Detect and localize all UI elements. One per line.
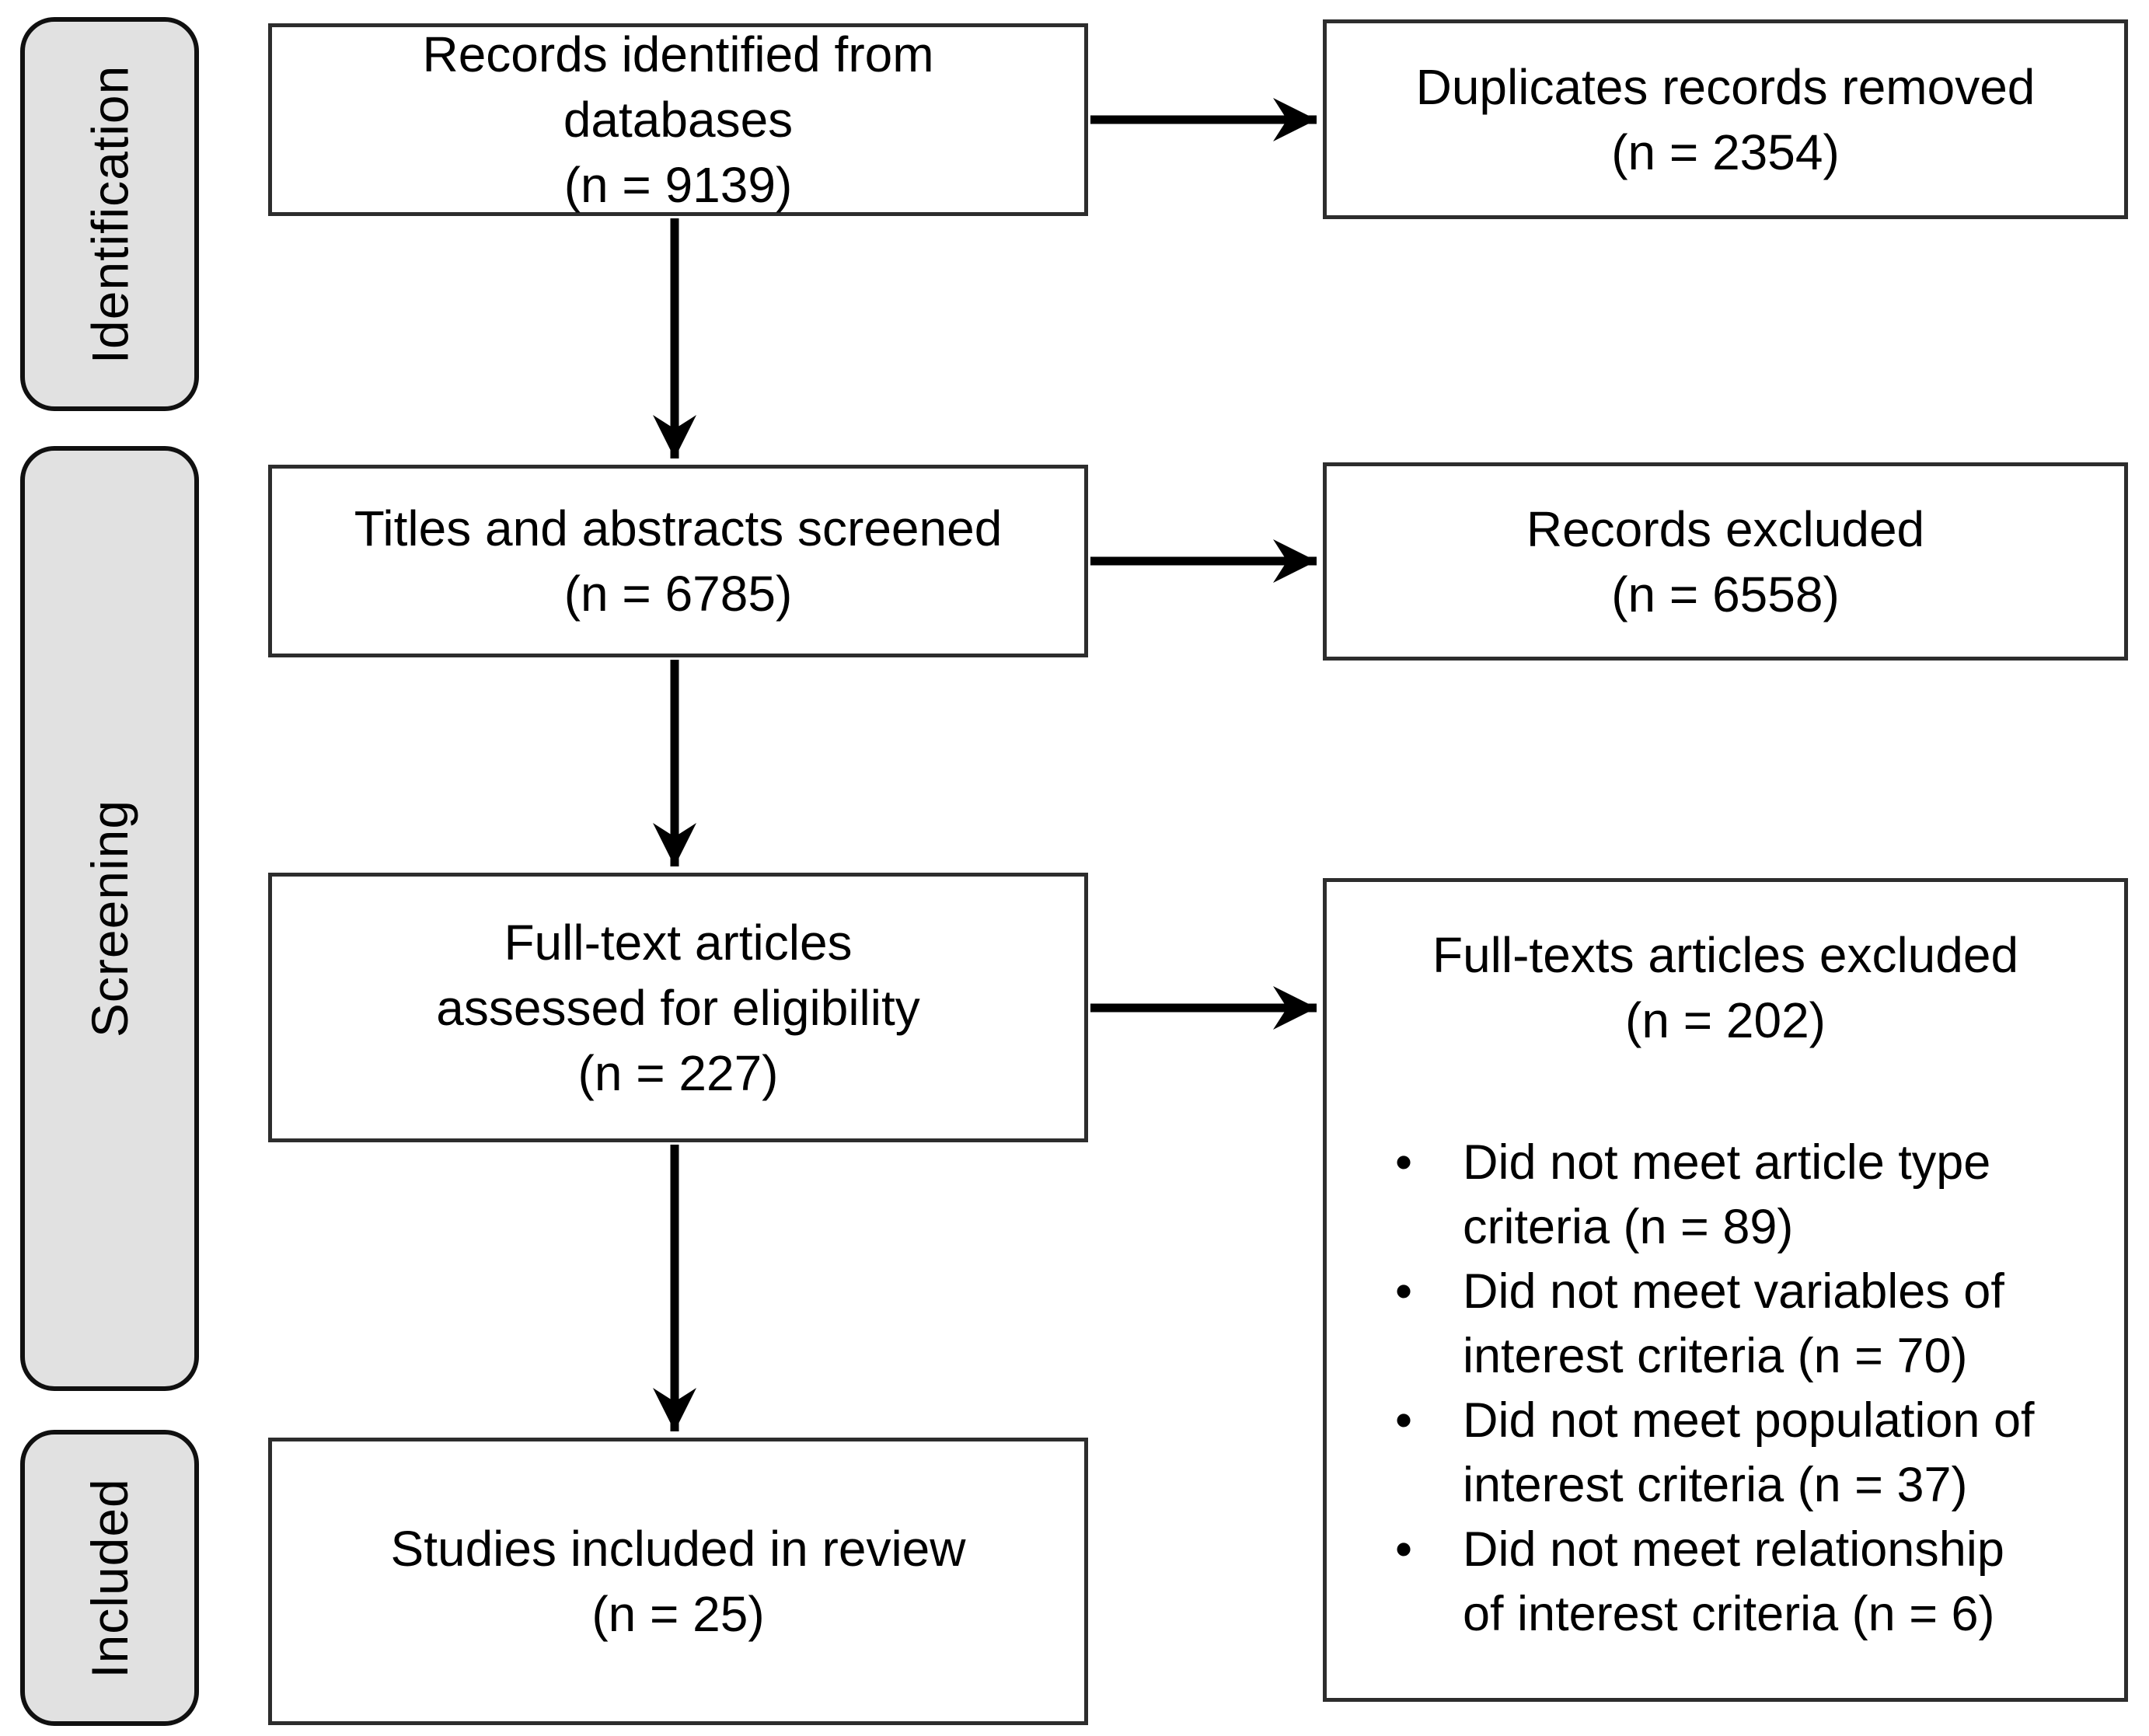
box-studies-included: Studies included in review (n = 25): [268, 1438, 1088, 1725]
box-text-line: (n = 227): [577, 1044, 779, 1101]
box-text-line: Full-text articles: [504, 914, 853, 971]
box-text-line: Titles and abstracts screened: [354, 500, 1003, 556]
box-duplicates-removed: Duplicates records removed (n = 2354): [1323, 19, 2128, 219]
stage-label-text: Identification: [81, 64, 139, 364]
box-fulltext-assessed: Full-text articles assessed for eligibil…: [268, 873, 1088, 1142]
exclusion-reasons-list: Did not meet article type criteria (n = …: [1327, 1131, 2124, 1647]
stage-label-text: Screening: [81, 799, 139, 1038]
box-text-line: databases: [563, 92, 794, 148]
box-text-line: Duplicates records removed: [1415, 58, 2036, 115]
stage-label-included: Included: [20, 1430, 199, 1726]
exclusion-reason-item: Did not meet relationship of interest cr…: [1327, 1518, 2124, 1647]
stage-label-screening: Screening: [20, 446, 199, 1391]
box-text-line: Records excluded: [1526, 500, 1925, 557]
exclusion-reason-item: Did not meet variables of interest crite…: [1327, 1260, 2124, 1389]
box-records-excluded: Records excluded (n = 6558): [1323, 462, 2128, 661]
box-text-line: Records identified from: [422, 26, 934, 82]
box-records-identified: Records identified from databases (n = 9…: [268, 23, 1088, 216]
box-text-line: Full-texts articles excluded: [1432, 927, 2019, 983]
box-text-line: (n = 9139): [563, 157, 793, 213]
exclusion-reason-item: Did not meet population of interest crit…: [1327, 1389, 2124, 1518]
box-text-line: Studies included in review: [390, 1521, 966, 1577]
box-text-line: (n = 6558): [1611, 566, 1840, 622]
stage-label-text: Included: [81, 1477, 138, 1678]
box-titles-screened: Titles and abstracts screened (n = 6785): [268, 465, 1088, 657]
box-fulltext-excluded: Full-texts articles excluded (n = 202) D…: [1323, 878, 2128, 1702]
box-text-line: (n = 6785): [563, 566, 793, 622]
box-text-line: (n = 202): [1625, 992, 1826, 1048]
box-text-line: (n = 25): [591, 1586, 765, 1642]
exclusion-reason-item: Did not meet article type criteria (n = …: [1327, 1131, 2124, 1260]
stage-label-identification: Identification: [20, 17, 199, 411]
box-text-line: assessed for eligibility: [436, 979, 920, 1036]
box-text-line: (n = 2354): [1611, 124, 1840, 180]
